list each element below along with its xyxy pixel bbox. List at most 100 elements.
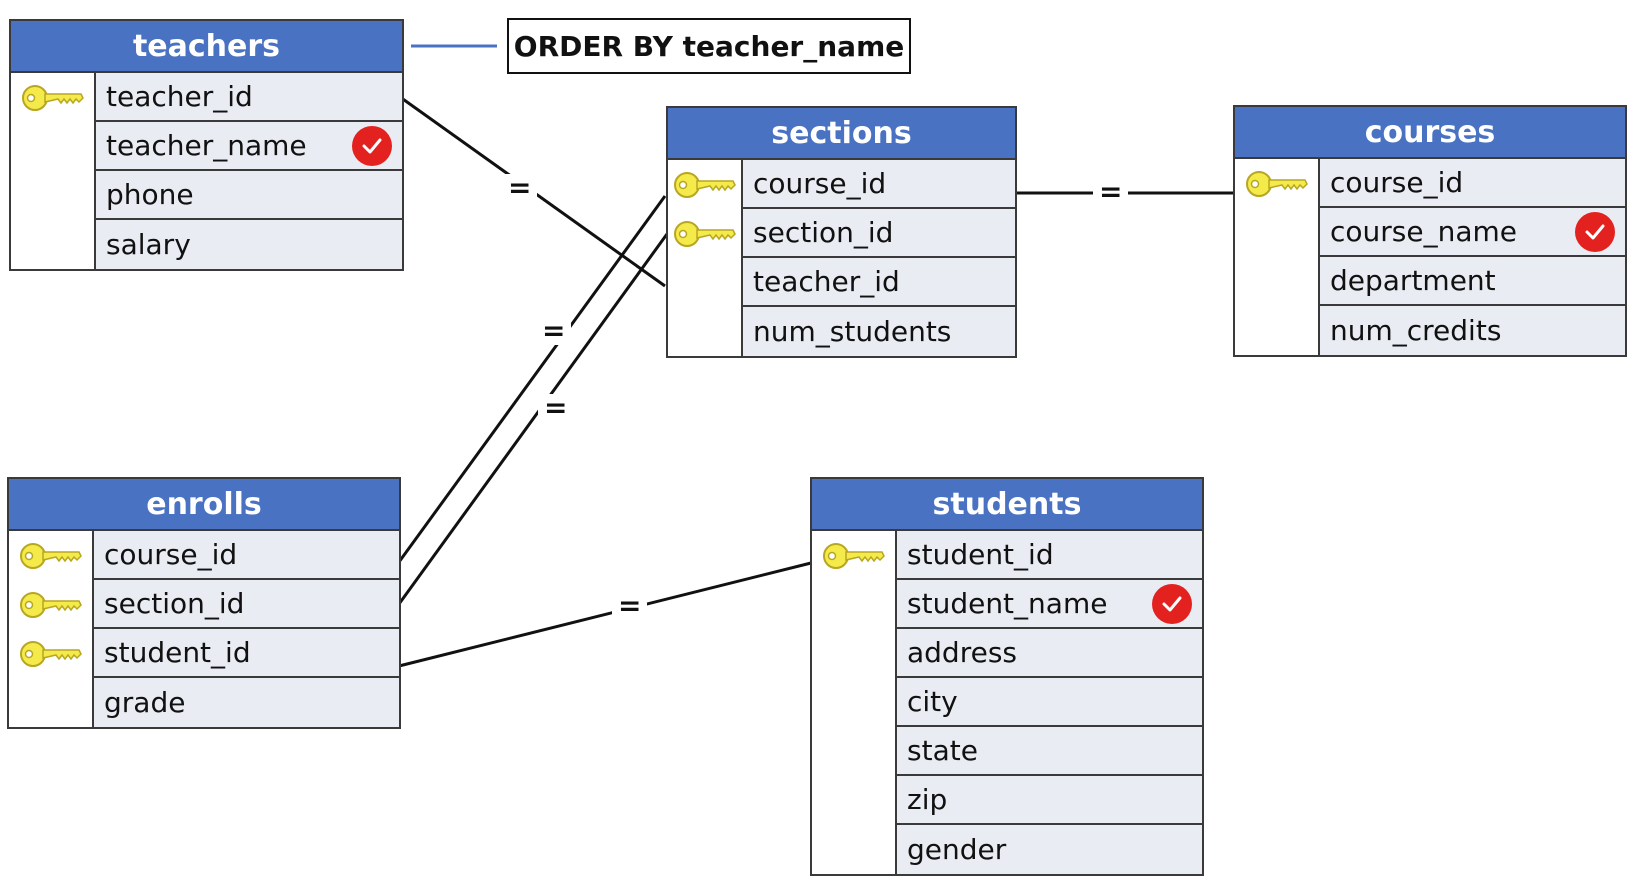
field-cell: course_id — [1318, 159, 1625, 208]
key-cell — [11, 220, 94, 269]
field-cell: course_id — [92, 531, 399, 580]
table-row: student_id — [812, 531, 1202, 580]
key-cell — [668, 307, 741, 356]
field-label: student_id — [104, 636, 251, 669]
key-cell — [9, 629, 92, 678]
field-cell: city — [895, 678, 1202, 727]
join-line-enrolls-section — [397, 233, 669, 605]
join-symbol: = — [538, 394, 574, 422]
key-cell — [812, 825, 895, 874]
table-row: gender — [812, 825, 1202, 874]
table-title: teachers — [11, 21, 402, 73]
field-cell: gender — [895, 825, 1202, 874]
order-by-note: ORDER BY teacher_name — [507, 18, 911, 74]
key-icon — [1245, 168, 1309, 200]
table-row: teacher_name — [11, 122, 402, 171]
table-title: students — [812, 479, 1202, 531]
table-row: course_id — [1235, 159, 1625, 208]
field-label: student_id — [907, 538, 1054, 571]
table-title: enrolls — [9, 479, 399, 531]
field-label: salary — [106, 228, 191, 261]
checkmark-icon — [1152, 583, 1192, 624]
key-cell — [812, 580, 895, 629]
field-label: phone — [106, 178, 194, 211]
key-cell — [1235, 306, 1318, 355]
field-label: department — [1330, 264, 1496, 297]
key-icon — [673, 169, 737, 201]
field-cell: address — [895, 629, 1202, 678]
key-cell — [11, 73, 94, 122]
field-cell: state — [895, 727, 1202, 776]
field-cell: grade — [92, 678, 399, 727]
field-label: student_name — [907, 587, 1108, 620]
field-cell: num_credits — [1318, 306, 1625, 355]
table-row: phone — [11, 171, 402, 220]
table-row: student_name — [812, 580, 1202, 629]
checkmark-icon — [352, 125, 392, 166]
table-row: course_id — [9, 531, 399, 580]
checkmark-icon — [1575, 211, 1615, 252]
key-icon — [19, 638, 83, 670]
field-cell: department — [1318, 257, 1625, 306]
field-cell: num_students — [741, 307, 1015, 356]
key-cell — [812, 629, 895, 678]
key-cell — [1235, 257, 1318, 306]
key-cell — [9, 678, 92, 727]
field-label: section_id — [104, 587, 245, 620]
table-row: city — [812, 678, 1202, 727]
key-cell — [812, 776, 895, 825]
table-row: section_id — [9, 580, 399, 629]
field-cell: student_id — [895, 531, 1202, 580]
table-row: num_credits — [1235, 306, 1625, 355]
field-label: num_credits — [1330, 314, 1502, 347]
table-row: teacher_id — [11, 73, 402, 122]
field-cell: section_id — [741, 209, 1015, 258]
table-row: course_name — [1235, 208, 1625, 257]
join-symbol: = — [502, 174, 538, 202]
table-row: student_id — [9, 629, 399, 678]
table-row: salary — [11, 220, 402, 269]
table-title: sections — [668, 108, 1015, 160]
table-row: section_id — [668, 209, 1015, 258]
table-row: teacher_id — [668, 258, 1015, 307]
field-label: course_id — [104, 538, 238, 571]
key-cell — [11, 171, 94, 220]
join-symbol: = — [536, 317, 572, 345]
join-line-enrolls-students — [398, 561, 812, 668]
key-icon — [822, 540, 886, 572]
field-label: teacher_name — [106, 129, 307, 162]
field-cell: student_id — [92, 629, 399, 678]
field-cell: course_id — [741, 160, 1015, 209]
field-label: teacher_id — [753, 265, 900, 298]
table-row: state — [812, 727, 1202, 776]
field-label: address — [907, 636, 1018, 669]
field-label: gender — [907, 833, 1007, 866]
field-label: num_students — [753, 315, 952, 348]
field-label: section_id — [753, 216, 894, 249]
table-row: course_id — [668, 160, 1015, 209]
field-cell: teacher_id — [741, 258, 1015, 307]
field-cell: salary — [94, 220, 402, 269]
key-icon — [19, 540, 83, 572]
key-cell — [1235, 208, 1318, 257]
key-cell — [1235, 159, 1318, 208]
table-row: department — [1235, 257, 1625, 306]
field-label: course_id — [1330, 166, 1464, 199]
field-cell: teacher_id — [94, 73, 402, 122]
key-cell — [812, 531, 895, 580]
field-label: grade — [104, 686, 186, 719]
field-label: course_id — [753, 167, 887, 200]
key-cell — [11, 122, 94, 171]
key-icon — [19, 589, 83, 621]
key-cell — [668, 160, 741, 209]
key-icon — [21, 82, 85, 114]
field-label: course_name — [1330, 215, 1518, 248]
field-cell: student_name — [895, 580, 1202, 629]
key-cell — [812, 678, 895, 727]
field-cell: course_name — [1318, 208, 1625, 257]
